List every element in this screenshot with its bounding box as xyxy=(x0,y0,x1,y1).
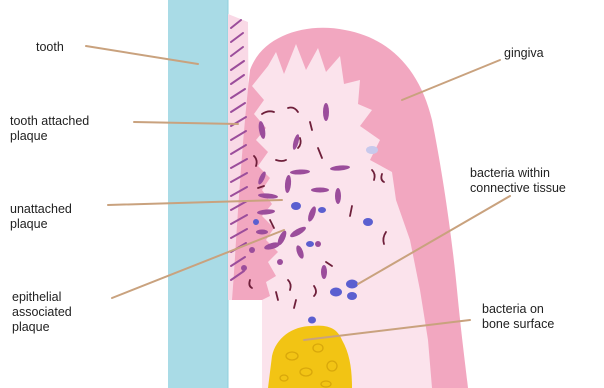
label-gingiva: gingiva xyxy=(504,46,544,61)
label-unattached-plaque: unattached plaque xyxy=(10,202,72,232)
leader-gingiva xyxy=(402,60,500,100)
label-tooth-attached-plaque: tooth attached plaque xyxy=(10,114,89,144)
tooth-shape xyxy=(168,0,228,388)
label-tooth: tooth xyxy=(36,40,64,55)
label-bacteria-within-connective-tissue: bacteria within connective tissue xyxy=(470,166,566,196)
label-epithelial-associated-plaque: epithelial associated plaque xyxy=(12,290,72,335)
label-bacteria-on-bone-surface: bacteria on bone surface xyxy=(482,302,554,332)
